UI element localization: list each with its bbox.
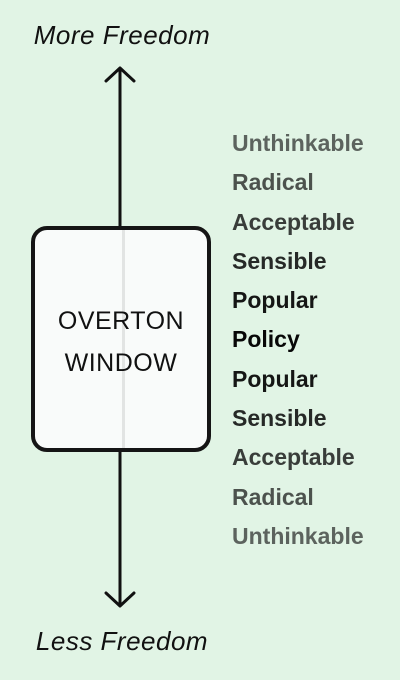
- overton-window-label: OVERTON WINDOW: [35, 300, 207, 384]
- window-label-line2: WINDOW: [64, 349, 178, 377]
- scale-item: Unthinkable: [232, 130, 364, 156]
- arrow-down-icon: [104, 591, 136, 608]
- scale-item: Acceptable: [232, 444, 355, 471]
- scale-item: Unthinkable: [232, 522, 364, 549]
- scale-item: Radical: [232, 483, 314, 510]
- scale-item: Acceptable: [232, 208, 355, 235]
- arrow-up-icon: [104, 66, 136, 83]
- scale-item: Popular: [232, 365, 318, 392]
- overton-window-box: OVERTON WINDOW: [31, 226, 211, 452]
- scale-item: Sensible: [232, 247, 327, 274]
- scale-item: Policy: [232, 326, 300, 353]
- window-label-line1: OVERTON: [57, 307, 185, 335]
- less-freedom-label: Less Freedom: [35, 626, 209, 656]
- window-axis-line: [122, 230, 125, 448]
- scale-item: Radical: [232, 169, 314, 196]
- scale-item: Sensible: [232, 405, 327, 432]
- more-freedom-label: More Freedom: [33, 20, 211, 50]
- scale-item: Popular: [232, 287, 318, 314]
